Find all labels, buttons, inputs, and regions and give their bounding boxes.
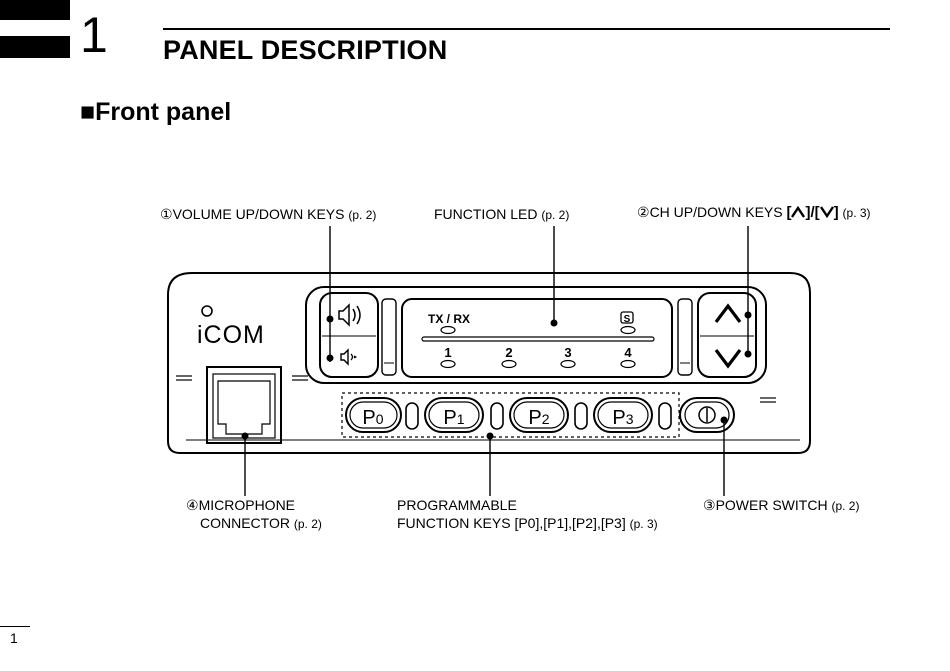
- callout-volume-keys: ①VOLUME UP/DOWN KEYS (p. 2): [160, 205, 376, 224]
- speaker-loud-icon: [338, 303, 361, 327]
- led-label-3: 3: [564, 345, 571, 360]
- bracket: ]: [833, 204, 839, 221]
- panel-body: [167, 272, 811, 454]
- svg-text:P3: P3: [612, 407, 633, 429]
- callout-label-2: CONNECTOR: [200, 515, 290, 531]
- power-switch[interactable]: [679, 397, 735, 433]
- title-rule: [163, 28, 890, 30]
- callout-label: POWER SWITCH: [715, 497, 828, 513]
- led-label-2: 2: [505, 345, 512, 360]
- power-icon: [698, 406, 716, 424]
- svg-text:P2: P2: [528, 407, 549, 429]
- key-label-main: P: [528, 407, 541, 429]
- callout-ref: (p. 3): [842, 206, 871, 220]
- callout-label-2: FUNCTION KEYS [P0],[P1],[P2],[P3]: [397, 515, 626, 531]
- callout-ref: (p. 2): [541, 208, 570, 222]
- key-separator: [490, 402, 504, 430]
- ch-down-icon: [714, 349, 742, 369]
- led-3: [560, 359, 576, 369]
- volume-keys[interactable]: [319, 292, 379, 378]
- key-p2[interactable]: P2: [509, 397, 569, 433]
- svg-text:P1: P1: [443, 407, 464, 429]
- callout-ch-keys: ②CH UP/DOWN KEYS [ ]/[] (p. 3): [637, 203, 871, 222]
- key-label-main: P: [612, 407, 625, 429]
- display-housing: [305, 286, 767, 384]
- chapter-tab-top: [0, 0, 70, 20]
- callout-label: VOLUME UP/DOWN KEYS: [172, 206, 345, 222]
- bracket: [: [786, 204, 792, 221]
- key-label-sub: 3: [626, 411, 634, 427]
- led-label-txrx: TX / RX: [428, 312, 470, 326]
- key-label-sub: 1: [457, 411, 465, 427]
- speaker-soft-icon: [340, 348, 358, 366]
- callout-label: FUNCTION LED: [434, 206, 538, 222]
- callout-label: CH UP/DOWN KEYS: [649, 204, 783, 220]
- microphone-connector[interactable]: [206, 366, 282, 444]
- svg-text:P0: P0: [362, 407, 383, 429]
- key-p1[interactable]: P1: [424, 397, 484, 433]
- callout-marker: ④: [186, 497, 199, 513]
- key-separator: [405, 402, 419, 430]
- callout-microphone: ④MICROPHONE CONNECTOR (p. 2): [186, 496, 322, 533]
- programmable-keys-area: [341, 392, 680, 438]
- key-p3[interactable]: P3: [593, 397, 653, 433]
- page-number: 1: [10, 630, 18, 646]
- logo-dot-icon: [201, 305, 213, 317]
- callout-power-switch: ③POWER SWITCH (p. 2): [703, 496, 859, 515]
- led-label-4: 4: [624, 345, 632, 360]
- callout-programmable-keys: PROGRAMMABLE FUNCTION KEYS [P0],[P1],[P2…: [397, 496, 658, 533]
- section-title: ■Front panel: [80, 98, 232, 126]
- led-label-s: S: [624, 314, 631, 325]
- led-4: [620, 359, 636, 369]
- chevron-up-icon: [791, 205, 806, 218]
- callout-label: PROGRAMMABLE: [397, 497, 517, 513]
- led-2: [501, 359, 517, 369]
- key-separator: [574, 402, 588, 430]
- callout-ref: (p. 2): [293, 517, 322, 531]
- key-separator: [658, 402, 672, 430]
- ch-keys[interactable]: [697, 292, 757, 378]
- callout-marker: ①: [160, 206, 173, 222]
- bracket: ]/[: [805, 204, 820, 221]
- callout-ref: (p. 3): [629, 517, 658, 531]
- led-txrx: [440, 325, 456, 335]
- led-label-1: 1: [444, 345, 451, 360]
- footer-rule: [0, 626, 30, 627]
- key-label-sub: 2: [542, 411, 550, 427]
- chevron-down-icon: [819, 206, 834, 219]
- key-label-main: P: [443, 407, 456, 429]
- callout-marker: ②: [637, 204, 650, 220]
- led-s: [620, 325, 636, 335]
- led-1: [440, 359, 456, 369]
- key-label-sub: 0: [376, 411, 384, 427]
- ch-up-icon: [714, 303, 742, 323]
- callout-ref: (p. 2): [831, 499, 860, 513]
- callout-label: MICROPHONE: [198, 497, 296, 513]
- chapter-number: 1: [80, 7, 108, 63]
- chapter-tab-bottom: [0, 36, 70, 58]
- callout-marker: ③: [703, 497, 716, 513]
- callout-function-led: FUNCTION LED (p. 2): [434, 205, 569, 224]
- key-p0[interactable]: P0: [345, 397, 402, 433]
- key-label-main: P: [362, 407, 375, 429]
- callout-ref: (p. 2): [348, 208, 377, 222]
- page-title: PANEL DESCRIPTION: [163, 35, 448, 65]
- function-led-window: TX / RX S 1 2 3 4: [401, 298, 673, 378]
- brand-logo: iCOM: [197, 321, 265, 349]
